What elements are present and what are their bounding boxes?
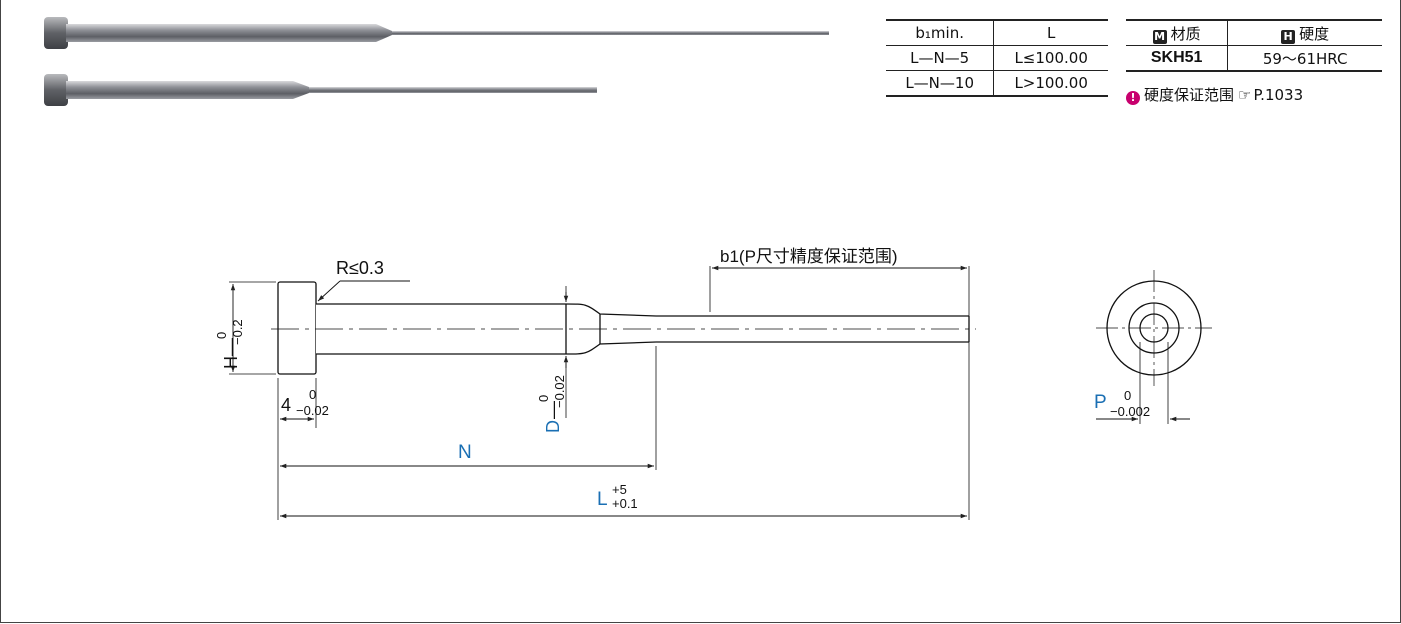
dimension-header-l: L — [993, 19, 1108, 46]
head-thickness-upper-tol: 0 — [309, 387, 317, 402]
head-thickness-value: 4 — [281, 395, 292, 415]
head-height-upper-tol: 0 — [214, 331, 229, 339]
hardness-header-label: 硬度 — [1299, 24, 1330, 43]
dimension-cell: L>100.00 — [993, 70, 1108, 97]
radius-label: R≤0.3 — [336, 258, 384, 278]
material-header-label: 材质 — [1170, 24, 1201, 43]
head-height-lower-tol: −0.2 — [230, 319, 245, 345]
dimension-cell: L—N—10 — [886, 70, 995, 97]
dimension-cell: L≤100.00 — [993, 45, 1108, 71]
b1-label: b1(P尺寸精度保证范围) — [720, 247, 898, 266]
hardness-badge-icon: H — [1281, 29, 1296, 44]
head-height-dimension: H — 0 −0.2 — [214, 319, 245, 369]
hardness-value: 59～61HRC — [1227, 45, 1382, 72]
page-reference-link[interactable]: P.1033 — [1253, 86, 1304, 104]
length-upper-tol: +5 — [612, 482, 627, 497]
material-value: SKH51 — [1126, 45, 1229, 72]
length-symbol: L — [597, 489, 608, 510]
shank-diameter-symbol: D — [543, 420, 563, 433]
pin-outline — [277, 281, 970, 375]
pointing-hand-icon: ☞ — [1238, 86, 1252, 104]
tip-diameter-lower-tol: −0.002 — [1110, 404, 1151, 419]
length-lower-tol: +0.1 — [612, 496, 638, 511]
n-label: N — [458, 442, 472, 463]
material-badge-icon: M — [1152, 29, 1167, 44]
hardness-note: ! 硬度保证范围☞P.1033 — [1126, 84, 1303, 105]
head-height-symbol: H — [221, 356, 241, 369]
hardness-note-text: 硬度保证范围 — [1144, 86, 1235, 104]
tip-diameter-symbol: P — [1094, 392, 1107, 413]
pin-photo-long — [44, 17, 829, 49]
end-view — [1096, 270, 1212, 424]
lightbulb-icon: ! — [1126, 91, 1140, 105]
dimension-table: b₁min. L L—N—5 L≤100.00 L—N—10 L>100.00 — [886, 19, 1108, 97]
pin-photo-short — [44, 74, 597, 106]
shank-diameter-lower-tol: −0.02 — [552, 375, 567, 408]
dimension-header-b1min: b₁min. — [886, 19, 995, 46]
tip-diameter-upper-tol: 0 — [1124, 388, 1132, 403]
dimension-lines — [230, 265, 967, 519]
dimension-cell: L—N—5 — [886, 45, 995, 71]
shank-diameter-dimension: D — 0 −0.02 — [536, 375, 567, 433]
head-thickness-lower-tol: −0.02 — [296, 403, 329, 418]
shank-diameter-upper-tol: 0 — [536, 394, 551, 402]
